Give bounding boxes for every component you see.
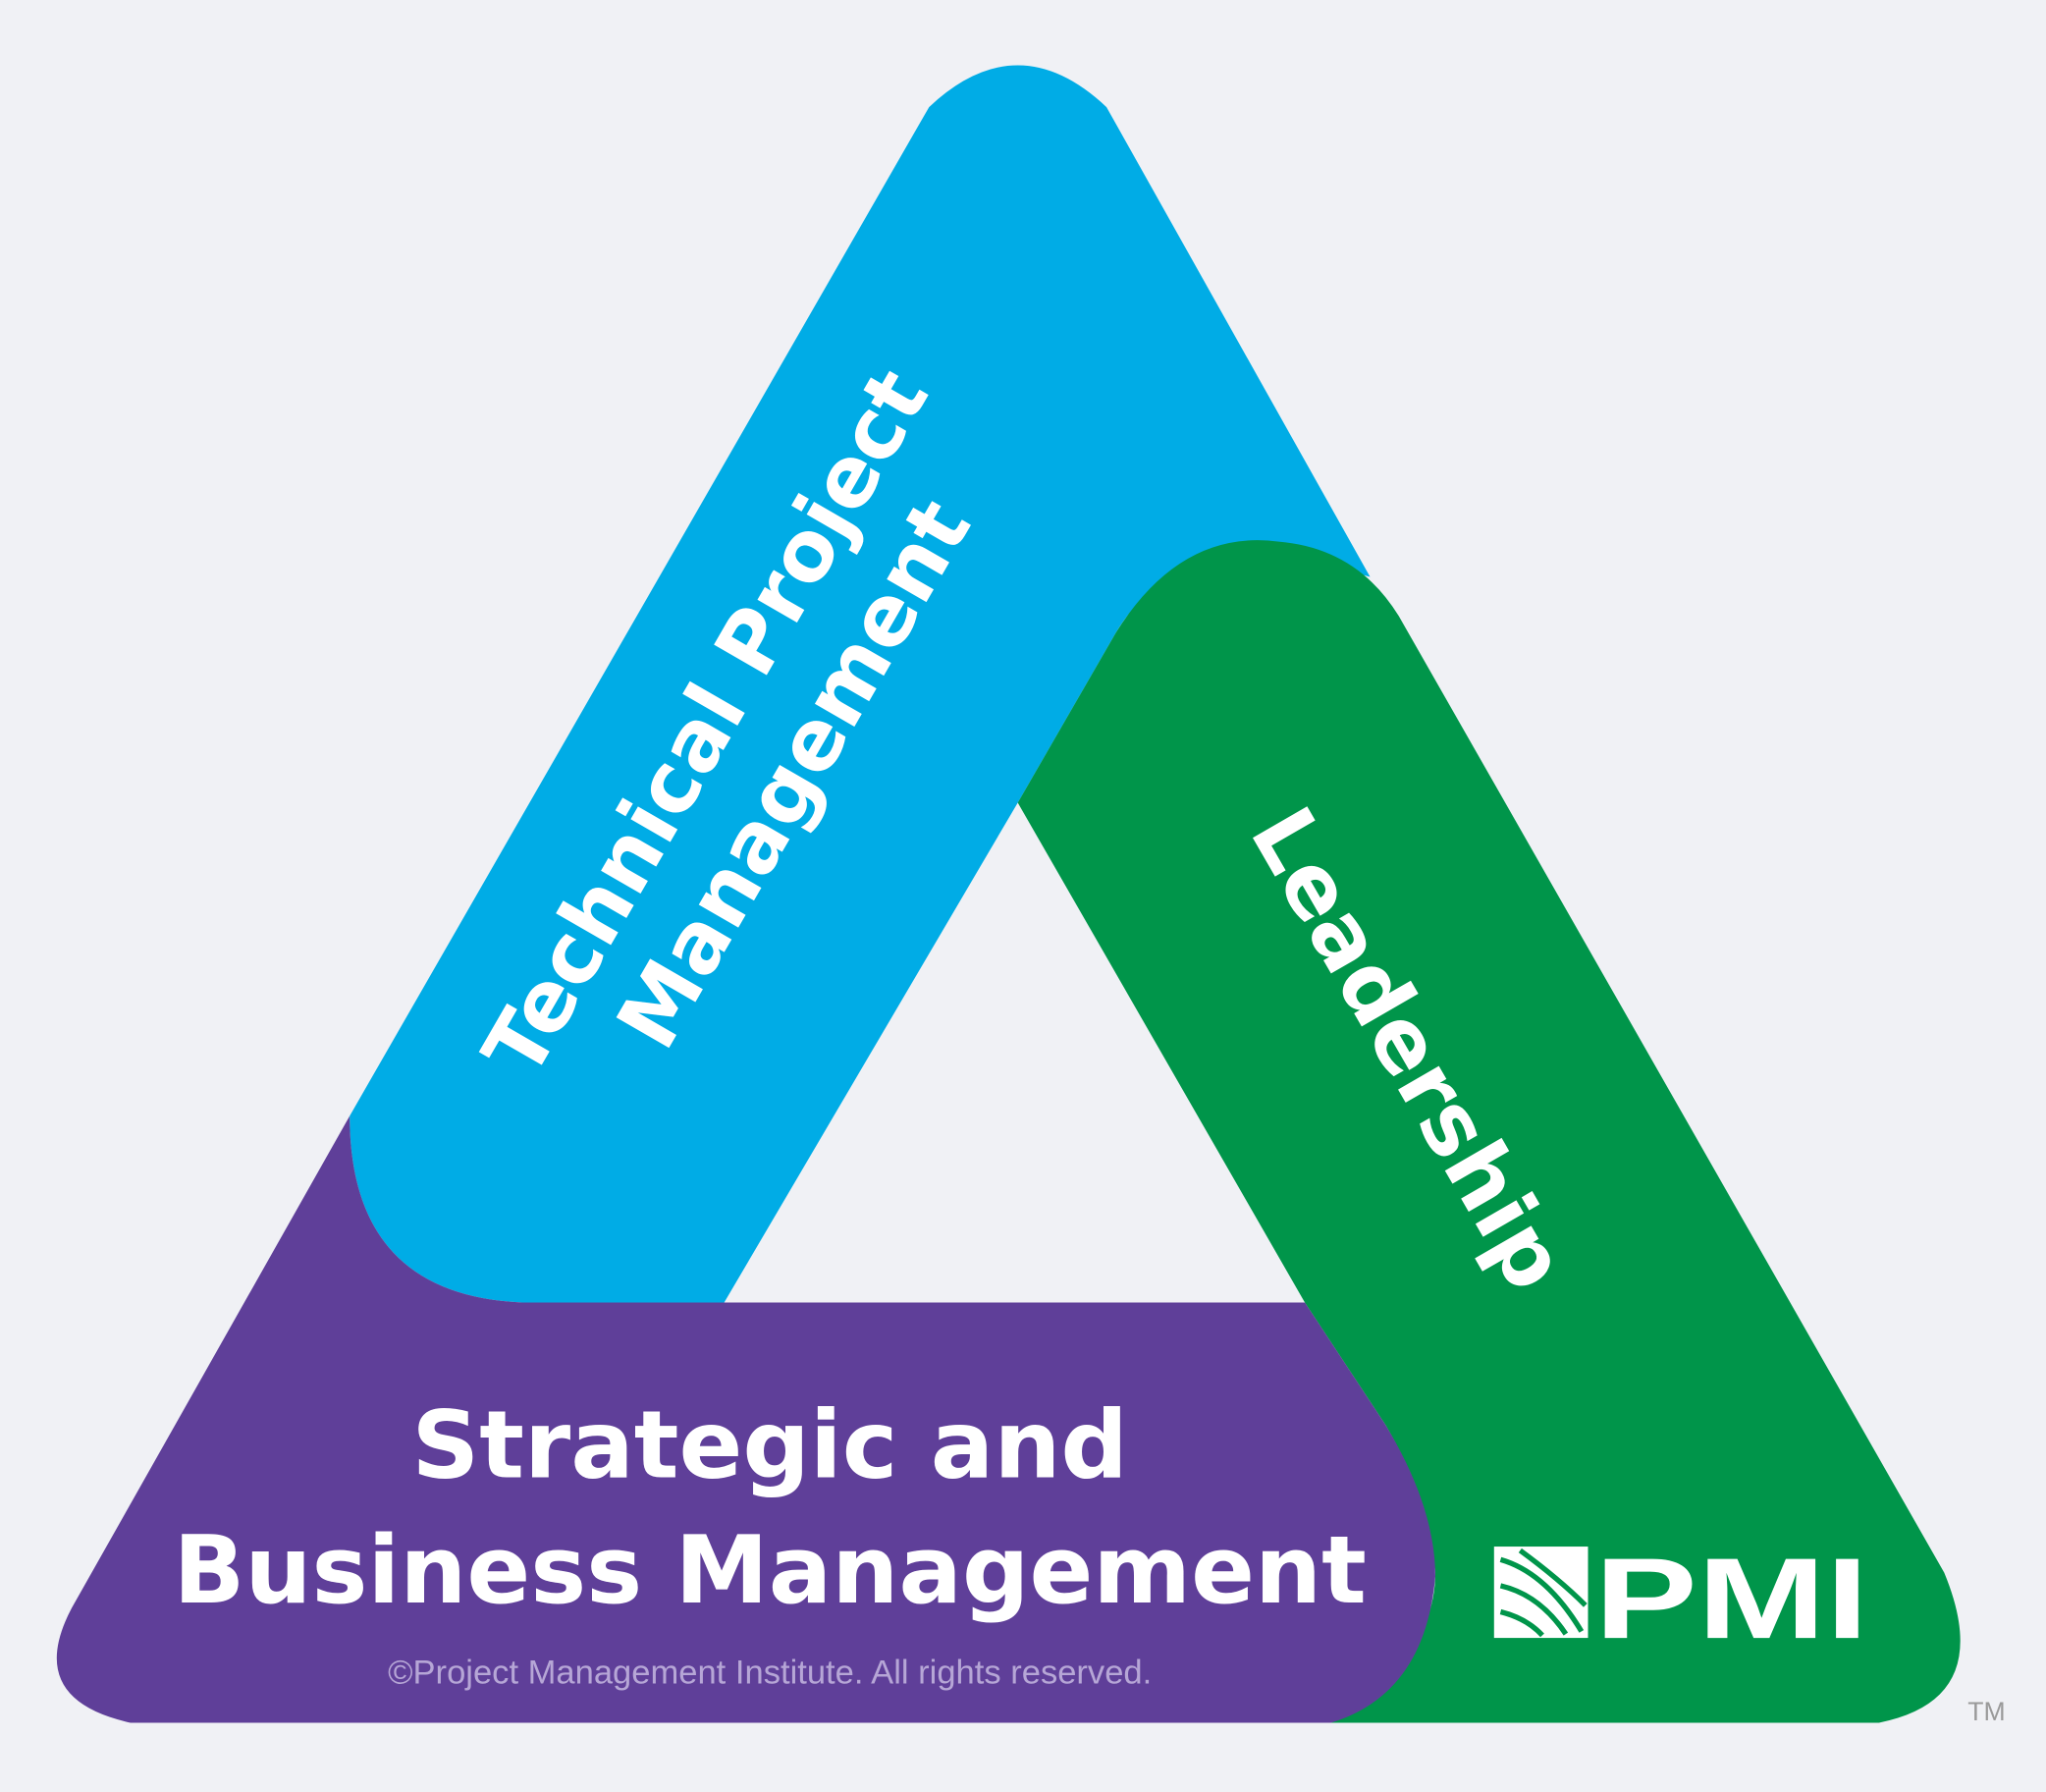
strategic-label-line2: Business Management — [173, 1515, 1366, 1625]
pmi-logo-text: PMI — [1594, 1534, 1868, 1662]
strategic-band — [56, 1115, 1435, 1723]
technical-band — [350, 65, 1371, 1303]
copyright-text: ©Project Management Institute. All right… — [388, 1655, 1152, 1692]
trademark: TM — [1967, 1697, 2005, 1726]
globe-icon — [1493, 1547, 1588, 1639]
pmi-logo: PMI — [1493, 1534, 1868, 1662]
strategic-label-line1: Strategic and — [411, 1390, 1128, 1500]
leadership-band — [1017, 540, 1961, 1723]
